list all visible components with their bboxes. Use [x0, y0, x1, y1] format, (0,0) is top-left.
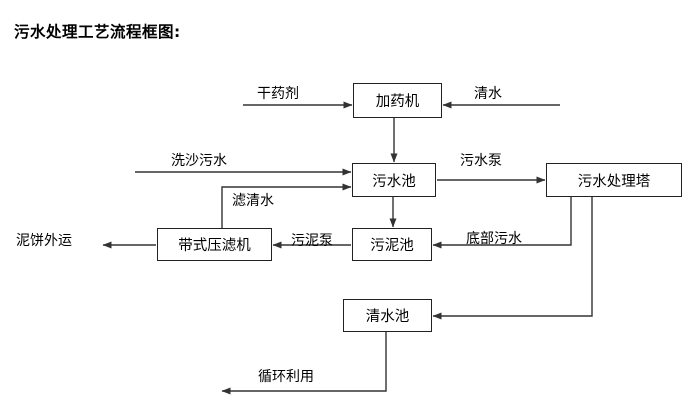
edge-tower-to-sludge-pool — [432, 197, 572, 249]
node-label: 污水池 — [372, 173, 416, 190]
edge-label-filtered-clear-water: 滤清水 — [232, 193, 274, 209]
node-label: 污泥池 — [370, 238, 414, 254]
edge-filtered-water-to-wastewater-pool — [221, 183, 352, 228]
terminal-sand-wash-wastewater-input: 洗沙污水 — [171, 153, 227, 169]
node-label: 清水池 — [365, 309, 410, 325]
terminal-mud-cake-output: 泥饼外运 — [16, 233, 72, 249]
edge-label-bottom-wastewater: 底部污水 — [466, 231, 522, 247]
terminal-recycle-output: 循环利用 — [258, 369, 314, 385]
node-sludge-pool[interactable]: 污泥池 — [352, 228, 432, 261]
edge-label-wastewater-pump: 污水泵 — [460, 153, 502, 169]
node-treatment-tower[interactable]: 污水处理塔 — [546, 163, 682, 197]
node-label: 加药机 — [375, 94, 420, 110]
edge-tower-to-clean-water-pool — [432, 197, 593, 320]
node-dosing-machine[interactable]: 加药机 — [353, 83, 442, 118]
node-label: 污水处理塔 — [577, 173, 651, 190]
node-belt-filter-press[interactable]: 带式压滤机 — [157, 228, 272, 261]
edge-label-sludge-pump: 污泥泵 — [291, 233, 333, 249]
terminal-dry-chemical-input: 干药剂 — [257, 86, 299, 102]
node-clean-water-pool[interactable]: 清水池 — [343, 299, 432, 332]
page-title: 污水处理工艺流程框图: — [14, 23, 181, 41]
node-wastewater-pool[interactable]: 污水池 — [352, 163, 436, 197]
node-label: 带式压滤机 — [178, 238, 251, 254]
edge-clean-water-pool-to-recycle — [221, 332, 387, 395]
terminal-clean-water-input: 清水 — [474, 86, 502, 102]
